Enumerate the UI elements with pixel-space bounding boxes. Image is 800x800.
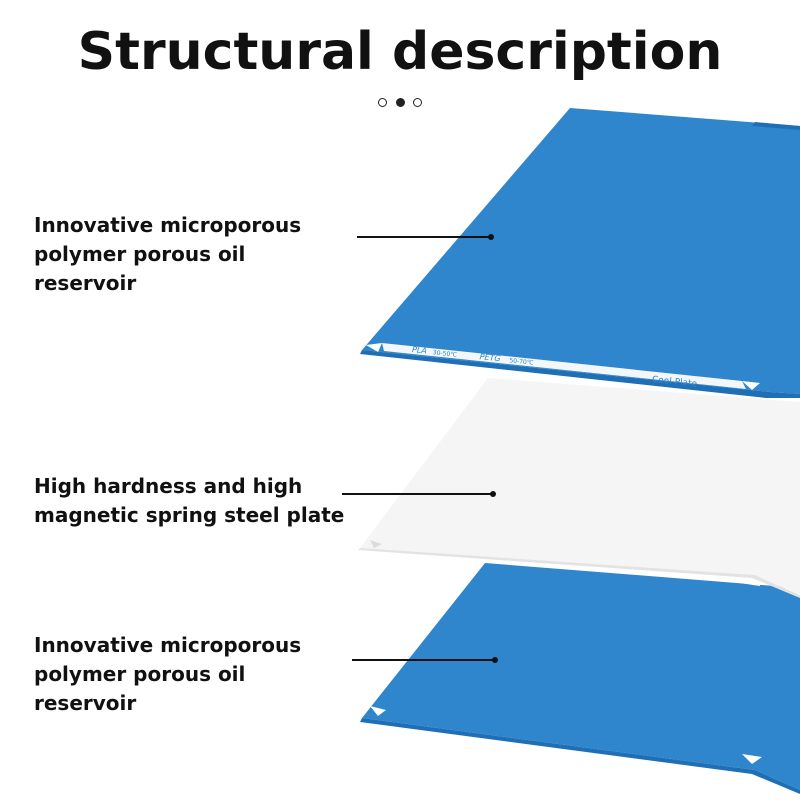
layer-label-top-line-2: polymer porous oil reservoir: [34, 242, 246, 295]
pagination-dot-3[interactable]: [413, 97, 422, 107]
strip-pla-range: 30-50℃: [432, 349, 457, 359]
top-blue-plate: [360, 108, 800, 398]
bottom-blue-plate: [360, 563, 800, 794]
layer-label-middle-line-1: High hardness and high: [34, 474, 303, 498]
plate-strip-text: PLA 30-50℃ PETG 50-70℃: [412, 345, 534, 367]
pagination-dot-1[interactable]: [378, 97, 387, 107]
middle-steel-plate: [358, 378, 800, 598]
pagination-dot-2-active[interactable]: [395, 97, 405, 107]
page-title: Structural description: [77, 22, 723, 82]
strip-petg: PETG: [479, 352, 501, 363]
strip-petg-range: 50-70℃: [509, 357, 534, 367]
layer-label-middle: High hardness and high magnetic spring s…: [34, 472, 354, 530]
layer-label-bottom-line-2: polymer porous oil reservoir: [34, 662, 246, 715]
strip-plate-name: Cool Plate: [651, 375, 697, 390]
layer-label-top-line-1: Innovative microporous: [34, 213, 302, 237]
layer-label-middle-line-2: magnetic spring steel plate: [34, 503, 345, 527]
leader-line-top: [357, 234, 494, 240]
strip-pla: PLA: [412, 345, 428, 355]
layer-label-bottom: Innovative microporous polymer porous oi…: [34, 631, 354, 718]
leader-line-middle: [342, 491, 496, 497]
layer-label-bottom-line-1: Innovative microporous: [34, 633, 302, 657]
leader-line-bottom: [352, 657, 498, 663]
layer-label-top: Innovative microporous polymer porous oi…: [34, 211, 354, 298]
pagination-dots: [378, 96, 422, 108]
